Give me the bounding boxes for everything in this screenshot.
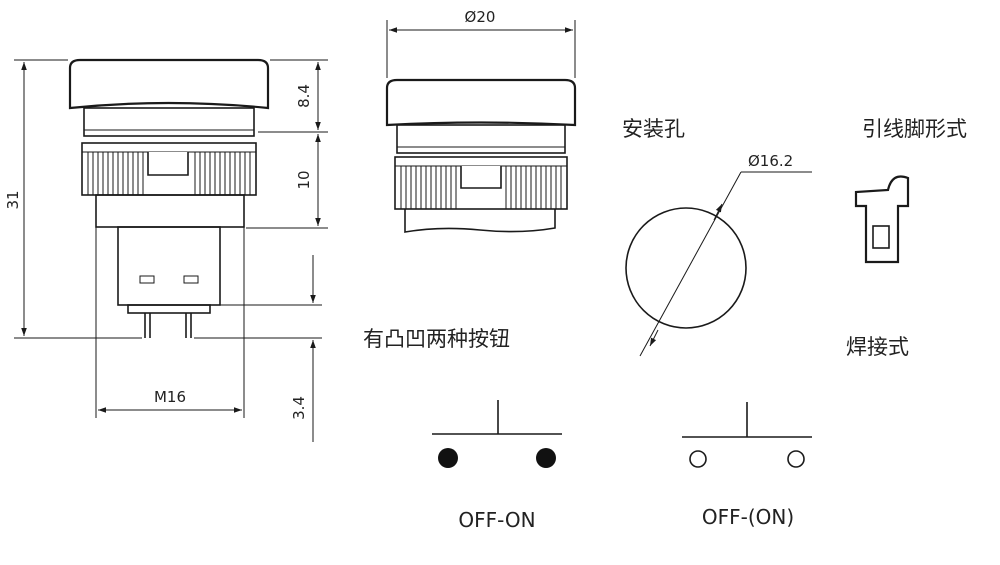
dim-height-8-4: 8.4 bbox=[258, 59, 328, 133]
dim-diameter-20: Ø20 bbox=[386, 8, 576, 78]
lead-type: 引线脚形式 焊接式 bbox=[846, 117, 967, 359]
switch-symbol-off-momentary-on: OFF-(ON) bbox=[682, 402, 812, 529]
dim-height-10: 10 bbox=[246, 134, 328, 229]
contact-open-left bbox=[689, 450, 707, 468]
knurl-lines bbox=[87, 152, 251, 195]
solder-type-label: 焊接式 bbox=[846, 335, 909, 359]
dim-m16-label: M16 bbox=[154, 388, 186, 406]
dim-31-label: 31 bbox=[4, 190, 22, 209]
dim-16-2-label: Ø16.2 bbox=[748, 152, 793, 170]
concave-button-view bbox=[385, 78, 577, 233]
dim-3-4-label: 3.4 bbox=[290, 396, 308, 420]
switch-off-on-label: OFF-ON bbox=[458, 508, 535, 532]
dim-height-31: 31 bbox=[4, 59, 142, 339]
mounting-hole-label: 安装孔 bbox=[622, 117, 685, 141]
contact-filled-left bbox=[438, 448, 458, 468]
contact-open-right bbox=[787, 450, 805, 468]
dim-pin-3-4: 3.4 bbox=[194, 255, 322, 442]
knurl-lines-2 bbox=[400, 166, 562, 209]
dim-10-label: 10 bbox=[295, 170, 313, 189]
dim-8-4-label: 8.4 bbox=[295, 84, 313, 108]
dim-thread-m16: M16 bbox=[95, 227, 245, 418]
dim-20-label: Ø20 bbox=[465, 8, 496, 26]
side-view bbox=[68, 58, 270, 338]
lead-type-label: 引线脚形式 bbox=[862, 117, 967, 141]
contact-filled-right bbox=[536, 448, 556, 468]
button-types-label: 有凸凹两种按钮 bbox=[363, 327, 510, 351]
switch-symbol-off-on: OFF-ON bbox=[432, 400, 562, 532]
switch-off-momentary-on-label: OFF-(ON) bbox=[702, 505, 794, 529]
mounting-hole: 安装孔 Ø16.2 bbox=[622, 117, 812, 357]
